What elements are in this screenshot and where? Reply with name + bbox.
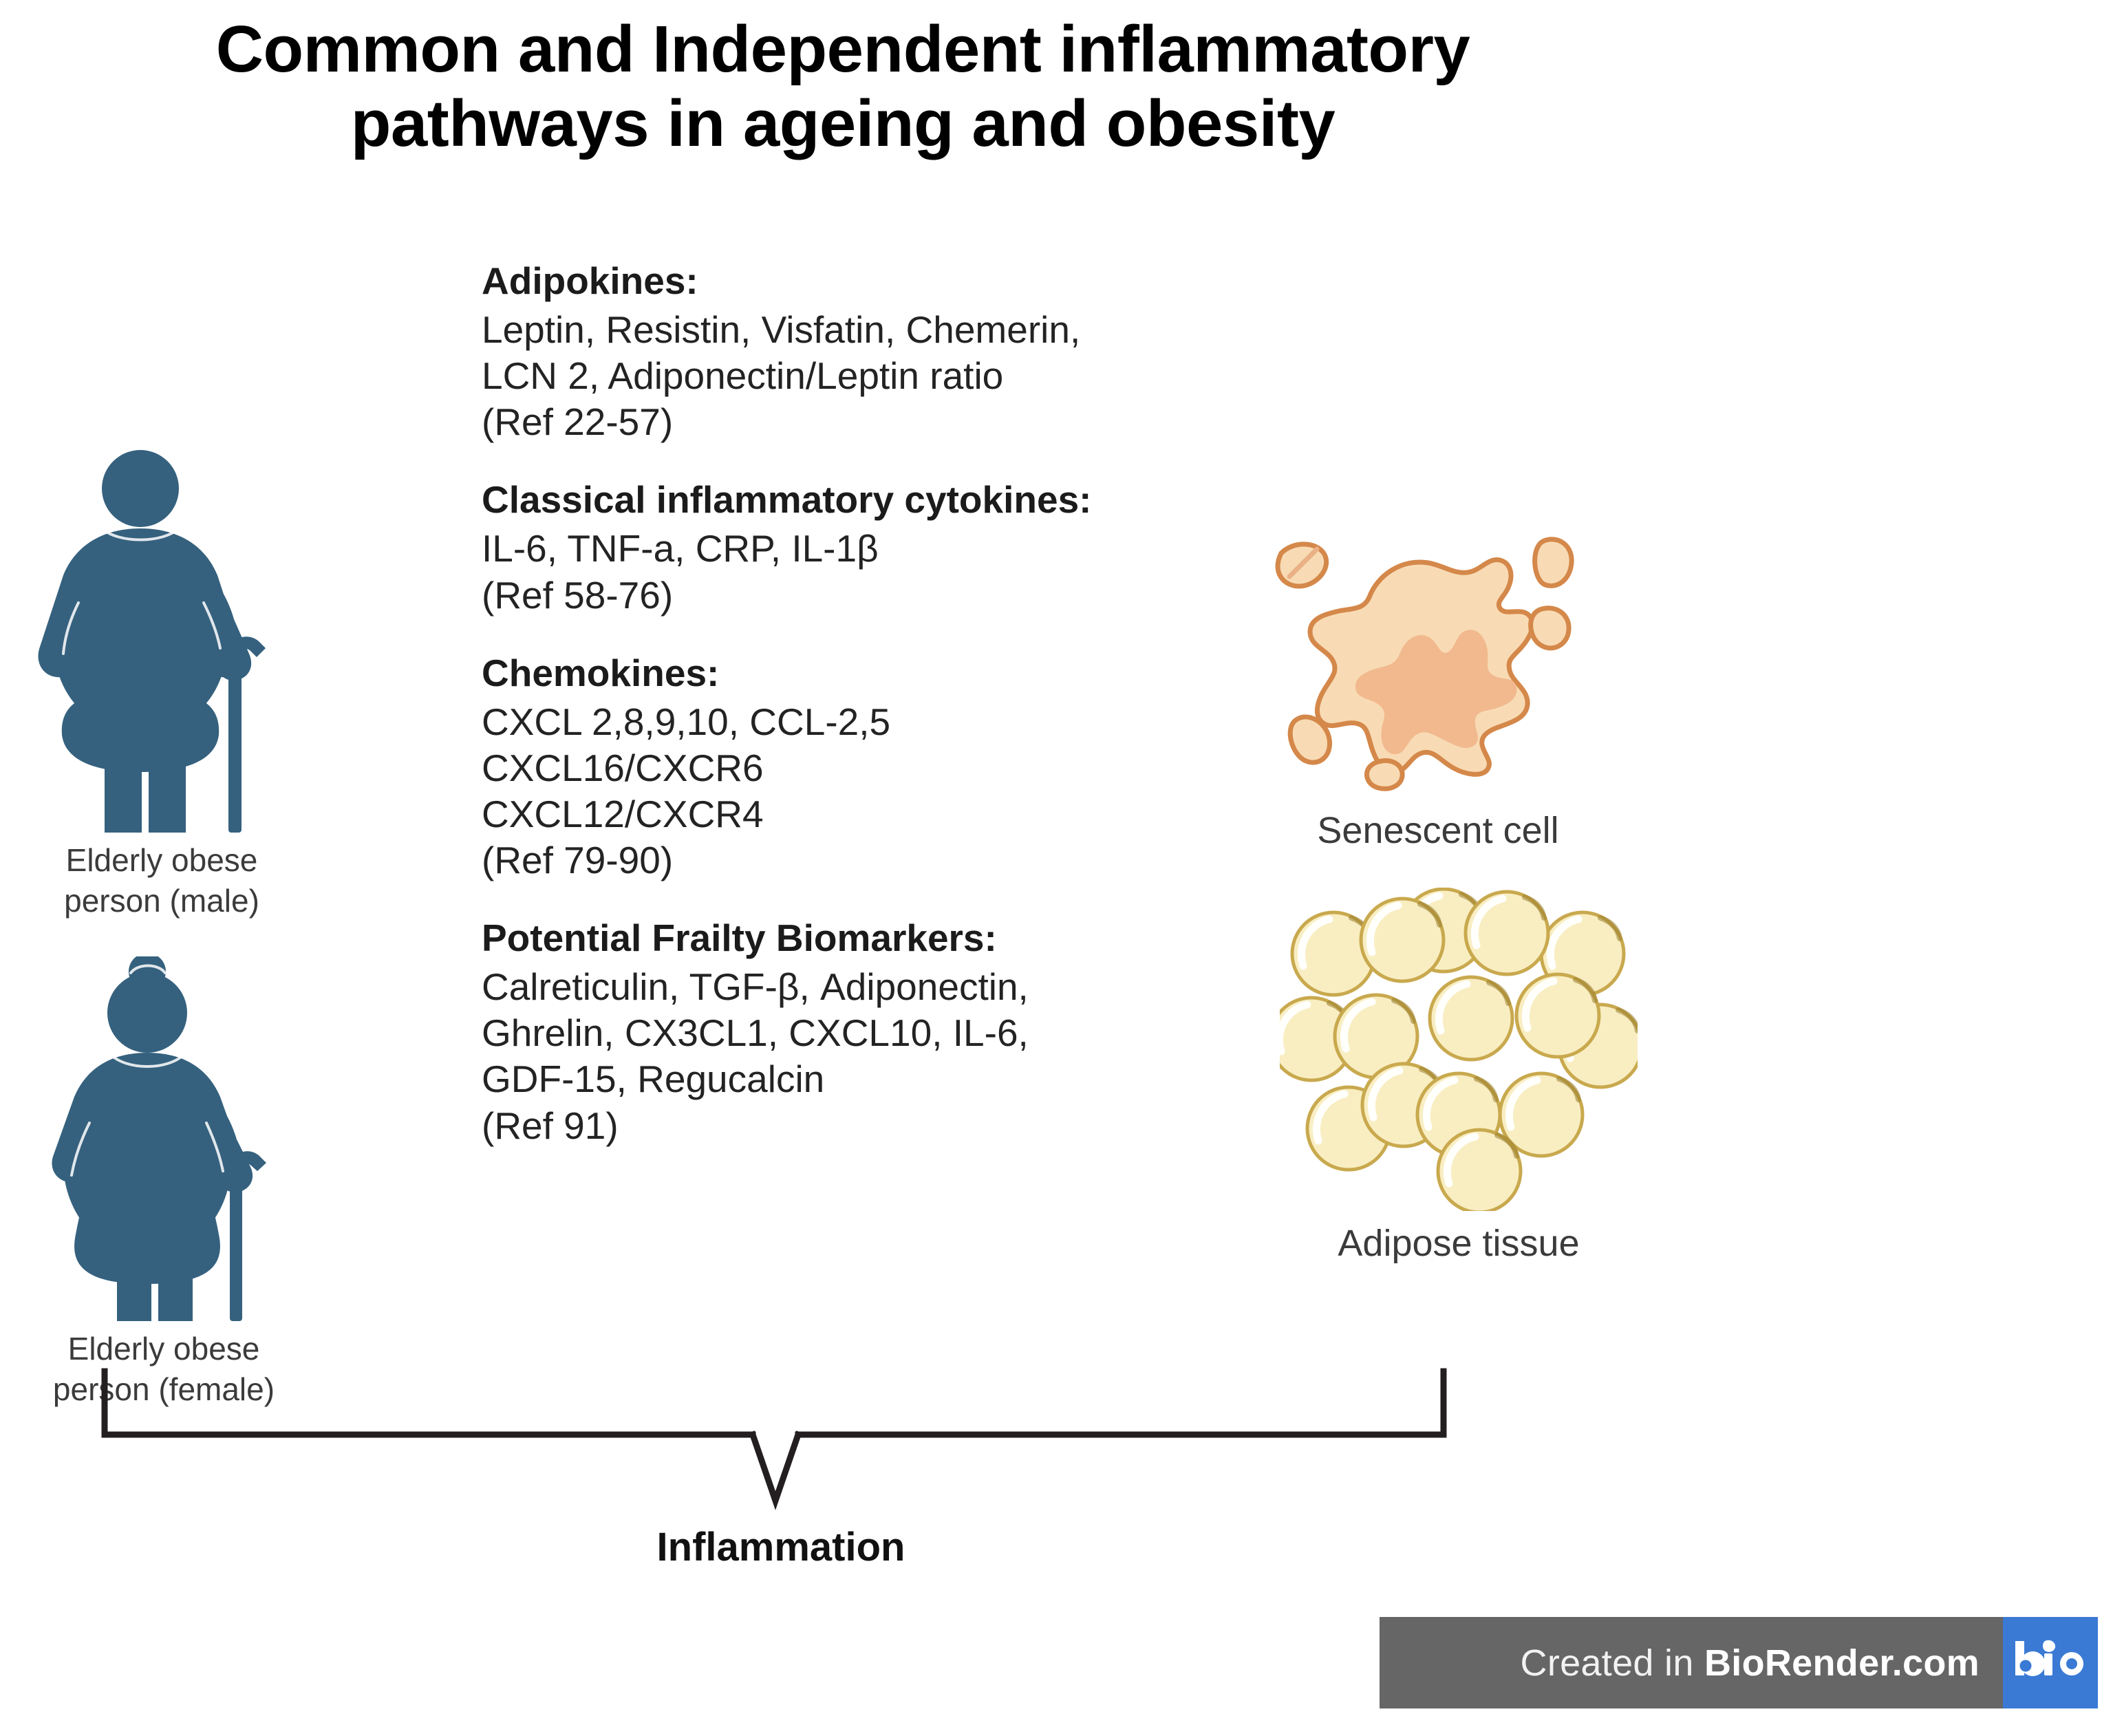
person-male-caption-line-2: person (male)	[64, 882, 259, 919]
senescent-cell-figure: Senescent cell	[1259, 523, 1617, 853]
title-line-1: Common and Independent inflammatory	[215, 12, 1470, 86]
chemokines-ref: (Ref 79-90)	[482, 839, 674, 882]
frailty-biomarkers-heading: Potential Frailty Biomarkers:	[482, 917, 997, 960]
adipokines-heading: Adipokines:	[482, 259, 698, 302]
person-female-caption: Elderly obese person (female)	[12, 1329, 315, 1410]
title-line-2: pathways in ageing and obesity	[350, 86, 1336, 160]
frailty-biomarkers-line-2: Ghrelin, CX3CL1, CXCL10, IL-6,	[482, 1011, 1029, 1055]
adipose-tissue-icon	[1280, 888, 1638, 1211]
chemokines-line-1: CXCL 2,8,9,10, CCL-2,5	[482, 700, 891, 743]
classical-cytokines-line-1: IL-6, TNF-a, CRP, IL-1β	[482, 527, 879, 570]
chemokines-heading: Chemokines:	[482, 651, 720, 694]
person-male-caption: Elderly obese person (male)	[14, 840, 310, 921]
adipose-tissue-figure: Adipose tissue	[1266, 888, 1651, 1266]
inflammation-label: Inflammation	[656, 1525, 905, 1569]
pathway-list: Adipokines: Leptin, Resistin, Visfatin, …	[482, 258, 1252, 1181]
adipokines-ref: (Ref 22-57)	[482, 400, 674, 444]
biorender-attribution[interactable]: Created in BioRender.com	[1380, 1617, 2098, 1708]
chemokines-line-3: CXCL12/CXCR4	[482, 792, 764, 835]
pathway-block-adipokines: Adipokines: Leptin, Resistin, Visfatin, …	[482, 258, 1252, 445]
biorender-logo-tile[interactable]	[2003, 1617, 2098, 1708]
senescent-cell-icon	[1275, 537, 1574, 791]
biorender-bio-logo-icon	[2015, 1640, 2084, 1676]
biorender-text-bar: Created in BioRender.com	[1380, 1617, 2003, 1708]
chemokines-line-2: CXCL16/CXCR6	[482, 746, 764, 789]
biorender-credit-text: Created in BioRender.com	[1521, 1642, 1980, 1684]
classical-cytokines-heading: Classical inflammatory cytokines:	[482, 478, 1092, 522]
classical-cytokines-ref: (Ref 58-76)	[482, 573, 674, 617]
pathway-block-classical-cytokines: Classical inflammatory cytokines: IL-6, …	[482, 477, 1252, 618]
adipokines-line-2: LCN 2, Adiponectin/Leptin ratio	[482, 354, 1004, 398]
elderly-obese-female-figure: Elderly obese person (female)	[12, 953, 315, 1410]
elderly-obese-male-figure: Elderly obese person (male)	[14, 447, 310, 921]
frailty-biomarkers-line-3: GDF-15, Regucalcin	[482, 1058, 825, 1101]
elderly-obese-female-with-cane-icon	[52, 953, 266, 1321]
person-male-caption-line-1: Elderly obese	[65, 842, 258, 878]
biorender-brand: BioRender.com	[1704, 1642, 1980, 1684]
elderly-obese-male-with-cane-icon	[38, 450, 266, 833]
person-female-caption-line-2: person (female)	[52, 1371, 275, 1407]
frailty-biomarkers-line-1: Calreticulin, TGF-β, Adiponectin,	[482, 965, 1029, 1009]
person-female-caption-line-1: Elderly obese	[67, 1331, 260, 1367]
convergence-bracket	[101, 1368, 1447, 1510]
frailty-biomarkers-ref: (Ref 91)	[482, 1104, 619, 1147]
page-title: Common and Independent inflammatory path…	[0, 12, 1686, 160]
pathway-block-chemokines: Chemokines: CXCL 2,8,9,10, CCL-2,5 CXCL1…	[482, 650, 1252, 883]
senescent-cell-caption: Senescent cell	[1317, 810, 1559, 851]
biorender-prefix: Created in	[1520, 1642, 1704, 1684]
adipokines-line-1: Leptin, Resistin, Visfatin, Chemerin,	[482, 308, 1081, 352]
adipose-tissue-caption: Adipose tissue	[1338, 1223, 1580, 1264]
pathway-block-frailty-biomarkers: Potential Frailty Biomarkers: Calreticul…	[482, 915, 1252, 1148]
